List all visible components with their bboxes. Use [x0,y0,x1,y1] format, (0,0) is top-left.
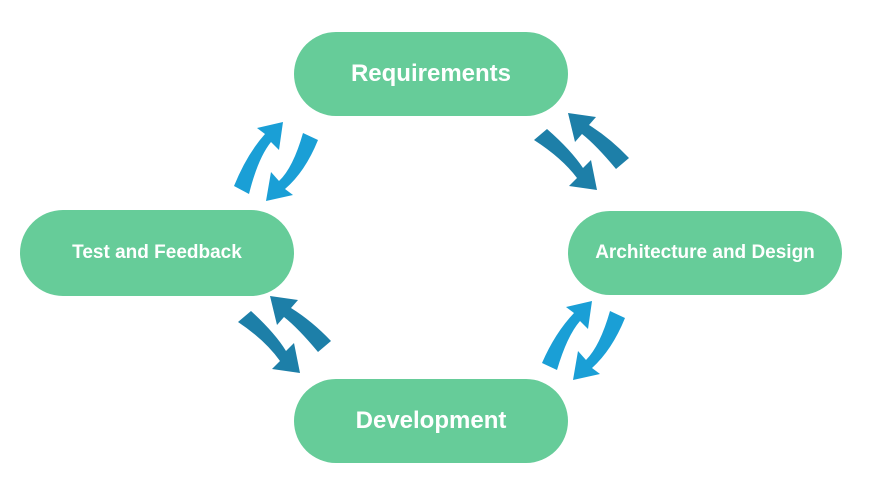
arrow-up-to-architecture-icon [542,301,592,370]
arrow-pair-development-test [238,296,331,373]
architecture-and-design-node: Architecture and Design [568,211,842,295]
arrow-down-to-architecture-icon [534,129,597,190]
arrow-pair-test-requirements [234,122,318,201]
requirements-node: Requirements [294,32,568,116]
requirements-label: Requirements [350,60,512,87]
test-and-feedback-node: Test and Feedback [20,210,294,296]
arrow-down-to-test-icon [266,133,318,201]
development-node: Development [294,379,568,463]
arrow-up-to-requirements-icon [234,122,283,194]
architecture-and-design-label: Architecture and Design [595,242,815,263]
development-label: Development [355,407,507,434]
arrow-down-to-development-left-icon [238,311,300,373]
arrow-up-to-requirements-right-icon [568,113,629,169]
arrow-pair-requirements-architecture [534,113,629,190]
arrow-up-to-test-icon [270,296,331,352]
arrow-down-to-development-icon [573,311,625,380]
test-and-feedback-label: Test and Feedback [72,242,242,263]
arrow-pair-architecture-development [542,301,625,380]
